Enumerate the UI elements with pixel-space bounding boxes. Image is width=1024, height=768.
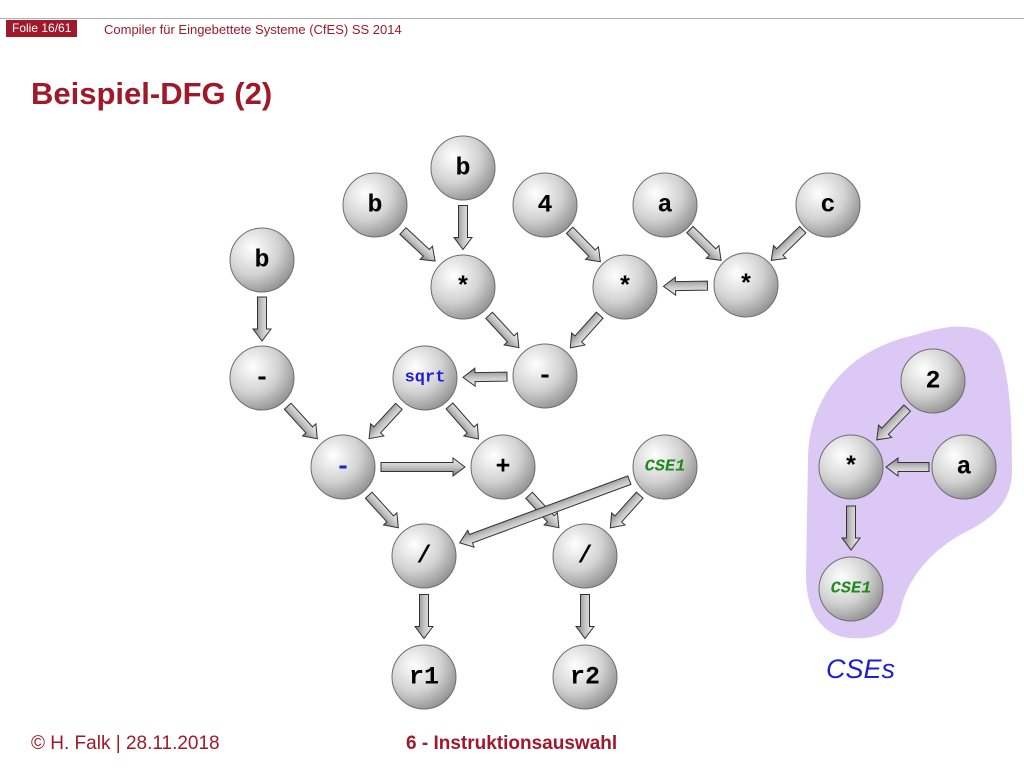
node-cse1_main: CSE1 — [632, 434, 698, 500]
node-a_top: a — [632, 172, 698, 238]
edge-arrow-minus2-to-plus — [380, 457, 466, 477]
node-label: 4 — [537, 191, 552, 220]
node-circle — [713, 252, 779, 318]
node-circle — [512, 343, 578, 409]
footer-chapter: 6 - Instruktionsauswahl — [406, 733, 618, 754]
node-circle — [229, 227, 295, 293]
edge-arrow-b_top-to-mul_bb — [453, 205, 473, 251]
node-label: * — [455, 273, 470, 302]
node-sqrt: sqrt — [392, 345, 458, 411]
node-label: a — [956, 453, 971, 482]
node-label: + — [495, 453, 510, 482]
edge-arrow-div1-to-r1 — [414, 594, 434, 640]
edge-arrow-two-to-mul_2a — [876, 404, 912, 441]
node-circle — [818, 556, 884, 622]
footer-author-date: © H. Falk | 28.11.2018 — [31, 733, 220, 754]
node-label: * — [617, 273, 632, 302]
node-circle — [632, 434, 698, 500]
edge-arrow-sub-to-sqrt — [462, 367, 508, 388]
node-circle — [632, 172, 698, 238]
node-circle — [512, 172, 578, 238]
edge-arrow-mul_bb-to-sub — [485, 311, 520, 349]
edge-arrow-minus2-to-div1 — [364, 491, 399, 529]
node-mul_4: * — [592, 254, 658, 320]
node-circle — [795, 172, 861, 238]
node-circle — [931, 434, 997, 500]
node-circle — [229, 345, 295, 411]
node-circle — [392, 345, 458, 411]
node-label: * — [843, 453, 858, 482]
node-div1: / — [391, 523, 457, 589]
edge-arrow-c_top-to-mul_ac — [770, 225, 807, 261]
edge-arrow-b_left-to-neg — [252, 296, 272, 342]
node-mul_bb: * — [430, 254, 496, 320]
node-c_top: c — [795, 172, 861, 238]
edge-arrow-mul_2a-to-cse1_out — [841, 505, 861, 551]
node-div2: / — [552, 523, 618, 589]
node-circle — [430, 135, 496, 201]
node-label: / — [416, 542, 431, 571]
edge-arrow-b_mid-to-mul_bb — [399, 227, 436, 262]
node-label: a — [657, 191, 672, 220]
edge-arrow-sqrt-to-plus — [445, 402, 480, 440]
node-b_top: b — [430, 135, 496, 201]
node-r2: r2 — [552, 644, 618, 710]
node-r1: r1 — [391, 644, 457, 710]
node-circle — [818, 434, 884, 500]
node-cse1_out: CSE1 — [818, 556, 884, 622]
edge-arrow-four-to-mul_4 — [565, 226, 601, 263]
cse-region-label: CSEs — [826, 654, 896, 684]
node-plus: + — [470, 434, 536, 500]
node-label: b — [455, 154, 470, 183]
node-label: - — [335, 453, 350, 482]
node-circle — [470, 434, 536, 500]
edge-arrow-neg-to-minus2 — [283, 402, 318, 440]
node-circle — [430, 254, 496, 320]
node-mul_ac: * — [713, 252, 779, 318]
node-label: c — [820, 191, 835, 220]
node-label: 2 — [925, 367, 940, 396]
node-b_left: b — [229, 227, 295, 293]
header-rule — [0, 18, 1024, 19]
edge-arrow-mul_4-to-sub — [569, 311, 604, 349]
node-a_right: a — [931, 434, 997, 500]
node-neg: - — [229, 345, 295, 411]
node-label: r1 — [409, 663, 439, 692]
node-b_mid: b — [342, 172, 408, 238]
node-circle — [900, 348, 966, 414]
node-two: 2 — [900, 348, 966, 414]
node-label: sqrt — [405, 369, 446, 388]
node-minus2: - — [310, 434, 376, 500]
edge-arrow-mul_ac-to-mul_4 — [662, 276, 709, 297]
node-sub: - — [512, 343, 578, 409]
node-four: 4 — [512, 172, 578, 238]
edge-arrow-cse1_main-to-div2 — [609, 491, 644, 529]
node-label: b — [367, 191, 382, 220]
edge-arrow-cse1_main-to-div1 — [458, 475, 632, 548]
node-label: * — [738, 271, 753, 300]
node-circle — [342, 172, 408, 238]
edge-arrow-a_top-to-mul_ac — [686, 225, 722, 261]
node-circle — [310, 434, 376, 500]
node-label: CSE1 — [645, 458, 686, 477]
node-label: - — [254, 364, 269, 393]
node-label: - — [537, 362, 552, 391]
node-label: / — [577, 542, 592, 571]
slide-title: Beispiel-DFG (2) — [31, 76, 273, 111]
edge-arrow-div2-to-r2 — [575, 594, 595, 640]
node-circle — [391, 523, 457, 589]
slide-number-badge: Folie 16/61 — [6, 20, 78, 37]
node-circle — [391, 644, 457, 710]
node-label: CSE1 — [831, 580, 872, 599]
course-title: Compiler für Eingebettete Systeme (CfES)… — [104, 22, 402, 37]
node-circle — [552, 523, 618, 589]
node-circle — [592, 254, 658, 320]
edge-arrow-a_right-to-mul_2a — [885, 457, 930, 477]
node-label: b — [254, 246, 269, 275]
node-mul_2a: * — [818, 434, 884, 500]
node-circle — [552, 644, 618, 710]
node-label: r2 — [570, 663, 600, 692]
edge-arrow-sqrt-to-minus2 — [368, 402, 403, 440]
